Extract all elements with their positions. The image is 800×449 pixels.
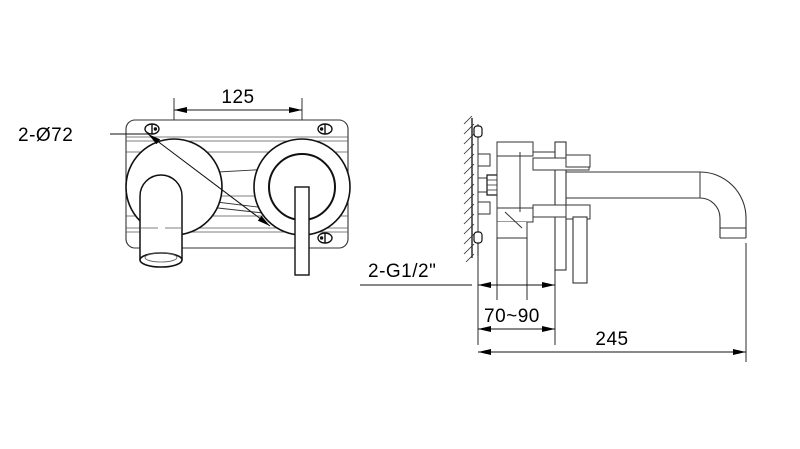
dimension-70-90: 70~90 [477, 238, 556, 345]
anchor-bottom [473, 231, 483, 244]
wall-section [463, 115, 475, 263]
spout-outlet-inner-ellipse [144, 252, 178, 263]
bracket-lug-top [477, 153, 491, 167]
side-section-view: 2-G1/2" 70~90 245 [360, 115, 747, 362]
bracket-lug-bottom [477, 201, 491, 215]
leader-line [147, 133, 271, 227]
valve-body [496, 141, 558, 239]
fixing-screw-bottom-right [317, 232, 333, 244]
valve-skirt [496, 222, 528, 239]
handle-lever-side [572, 216, 588, 284]
anchor-top [473, 125, 483, 138]
fixing-screw-top-right [317, 123, 333, 135]
spout-outer-contour [566, 171, 747, 238]
callout-2-d72: 2-Ø72 [18, 125, 271, 227]
spout-inner-contour [566, 197, 721, 238]
valve-upper-boss [496, 141, 534, 157]
handle-stem-side [532, 204, 591, 284]
dimension-245-label: 245 [595, 329, 628, 350]
valve-chamfer [504, 211, 523, 229]
callout-2-g12: 2-G1/2" [360, 261, 472, 286]
fixing-screw-top-left [144, 123, 160, 135]
front-view: 125 [18, 87, 351, 276]
spout-stem-collar [565, 154, 591, 168]
spout-stem-side [532, 154, 591, 171]
handle-lever-front [294, 186, 310, 276]
spout-tube-front [139, 174, 183, 268]
wall-hatching [463, 115, 475, 263]
spout-outlet-ellipse [139, 252, 183, 268]
dimension-245: 245 [478, 243, 747, 362]
dimension-125-label: 125 [221, 87, 254, 108]
handle-lever-outline [294, 186, 310, 276]
valve-lower-boss [496, 207, 534, 223]
spout-arm-side [566, 171, 747, 239]
callout-2-g12-label: 2-G1/2" [368, 261, 436, 282]
dimension-70-90-label: 70~90 [484, 306, 540, 327]
callout-2-d72-label: 2-Ø72 [18, 125, 73, 146]
spout-tube-outline [139, 174, 183, 260]
